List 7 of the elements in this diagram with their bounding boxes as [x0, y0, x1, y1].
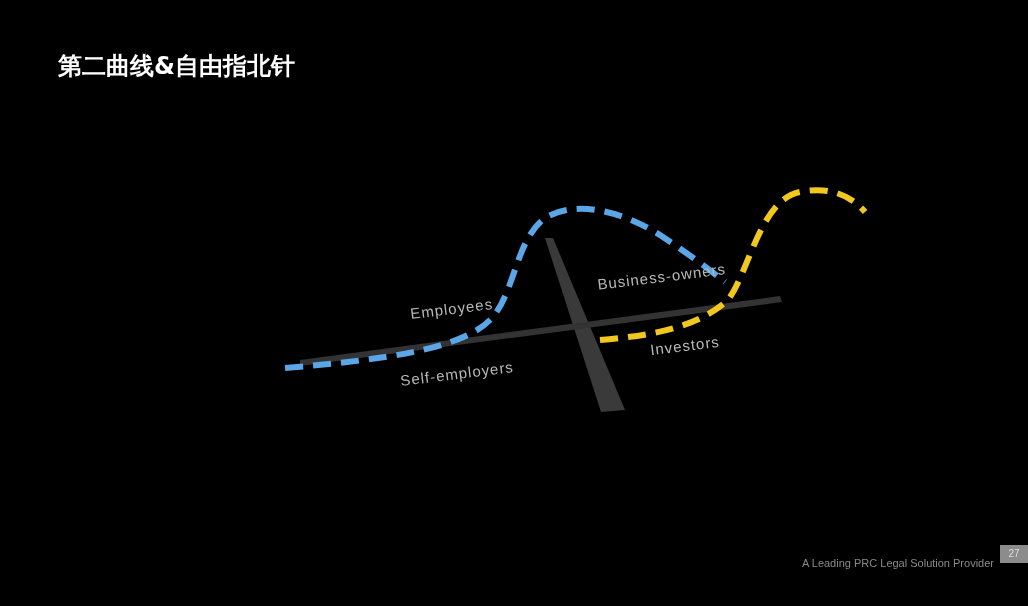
footer-tagline: A Leading PRC Legal Solution Provider	[802, 557, 994, 569]
quadrant-label: Investors	[649, 332, 721, 359]
quadrant-label: Employees	[409, 295, 494, 322]
quadrant-label: Self-employers	[399, 358, 515, 389]
page-number: 27	[1000, 545, 1028, 563]
slide-title: 第二曲线&自由指北针	[58, 51, 295, 82]
quadrant-label: Business-owners	[596, 260, 727, 293]
